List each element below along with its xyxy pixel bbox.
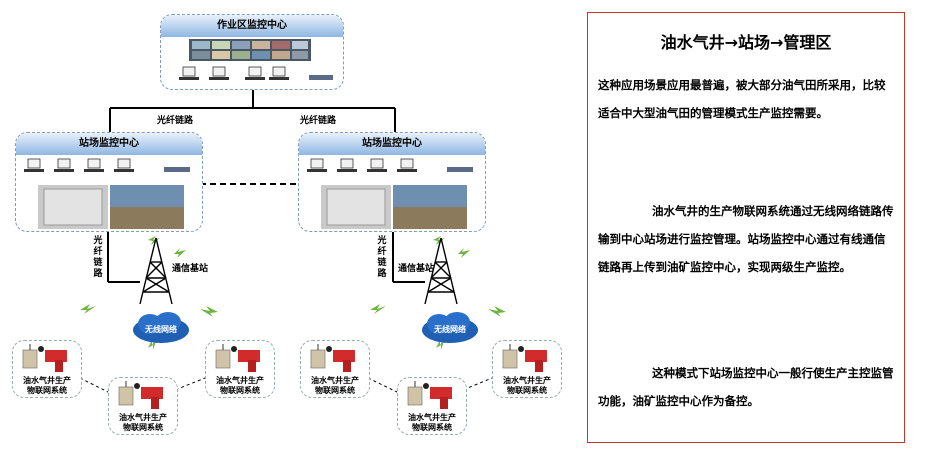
base-station-label-right: 通信基站 xyxy=(398,264,435,274)
wireless-network-cloud-right: 无线网络 xyxy=(419,310,481,346)
station-equipment-icon xyxy=(307,158,473,229)
pump-jack-icon xyxy=(310,344,355,372)
pump-jack-icon xyxy=(215,344,260,372)
fiber-link-label-left: 光纤链路 xyxy=(157,116,194,126)
station-center-right: 站场监控中心 xyxy=(298,132,486,232)
well-label-line2: 物联网系统 xyxy=(315,386,355,395)
operational-area-title: 作业区监控中心 xyxy=(161,15,343,37)
text-panel: 油水气井→站场→管理区 这种应用场景应用最普遍，被大部分油气田所采用，比较适合中… xyxy=(587,12,905,443)
paragraph-2: 油水气井的生产物联网系统通过无线网络链路传输到中心站场进行监控管理。站场监控中心… xyxy=(598,204,894,274)
video-wall-icon xyxy=(179,39,333,80)
wireless-network-label: 无线网络 xyxy=(434,325,466,334)
fiber-link-vertical-right: 光纤链路 xyxy=(377,236,387,279)
well-label-line1: 油水气井生产 xyxy=(311,376,359,385)
well-label-line2: 物联网系统 xyxy=(27,386,67,395)
cloud-icon xyxy=(133,312,189,343)
fiber-link-label-right: 光纤链路 xyxy=(300,116,337,126)
well-label-line2: 物联网系统 xyxy=(123,423,163,432)
well-label-line1: 油水气井生产 xyxy=(408,413,456,422)
station-center-left: 站场监控中心 xyxy=(15,132,203,232)
pump-jack-icon xyxy=(502,344,547,372)
tower-icon xyxy=(424,237,458,305)
well-system: 油水气井生产 物联网系统 xyxy=(108,377,178,435)
panel-title: 油水气井→站场→管理区 xyxy=(660,33,832,52)
fiber-link-vertical-left: 光纤链路 xyxy=(93,236,103,279)
base-station-label-left: 通信基站 xyxy=(172,264,209,274)
well-label-line2: 物联网系统 xyxy=(507,386,547,395)
well-system: 油水气井生产 物联网系统 xyxy=(492,340,562,398)
operational-area-center: 作业区监控中心 xyxy=(160,14,344,90)
pump-jack-icon xyxy=(22,344,67,372)
well-label-line1: 油水气井生产 xyxy=(119,413,167,422)
wireless-network-cloud-left: 无线网络 xyxy=(130,310,192,346)
station-center-left-title: 站场监控中心 xyxy=(16,133,202,155)
station-equipment-icon xyxy=(24,158,190,229)
well-system: 油水气井生产 物联网系统 xyxy=(397,377,467,435)
pump-jack-icon xyxy=(118,381,163,409)
well-system: 油水气井生产 物联网系统 xyxy=(12,340,82,398)
paragraph-1: 这种应用场景应用最普遍，被大部分油气田所采用，比较适合中大型油气田的管理模式生产… xyxy=(598,78,886,120)
pump-jack-icon xyxy=(407,381,452,409)
well-system: 油水气井生产 物联网系统 xyxy=(205,340,275,398)
station-center-right-title: 站场监控中心 xyxy=(299,133,485,155)
well-label-line2: 物联网系统 xyxy=(220,386,260,395)
wireless-network-label: 无线网络 xyxy=(145,325,177,334)
cloud-icon xyxy=(422,312,478,343)
well-label-line1: 油水气井生产 xyxy=(23,376,71,385)
tower-icon xyxy=(139,237,173,305)
well-label-line2: 物联网系统 xyxy=(412,423,452,432)
paragraph-3: 这种模式下站场监控中心一般行使生产主控监管功能，油矿监控中心作为备控。 xyxy=(598,366,894,408)
well-label-line1: 油水气井生产 xyxy=(503,376,551,385)
well-label-line1: 油水气井生产 xyxy=(216,376,264,385)
well-system: 油水气井生产 物联网系统 xyxy=(300,340,370,398)
